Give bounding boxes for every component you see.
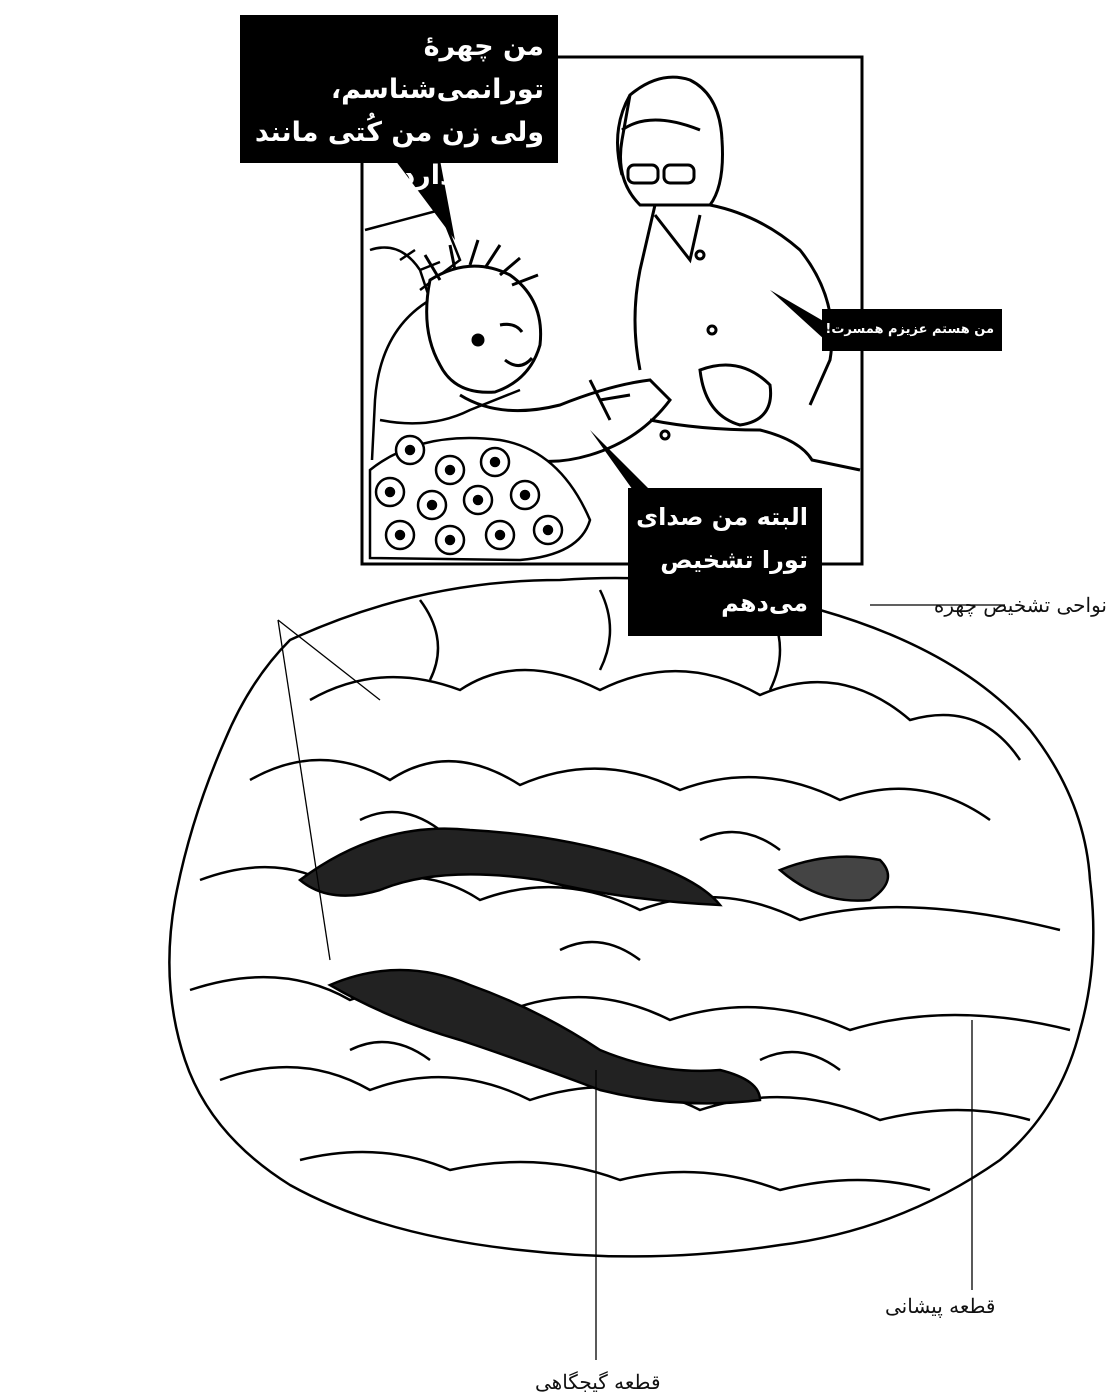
patient-speech-line-2: ولی زن من کُتی مانند: [240, 111, 544, 154]
patient-voice-line-2: تورا تشخیص: [628, 539, 808, 582]
patient-voice-bubble: البته من صدای تورا تشخیص می‌دهم: [628, 488, 822, 636]
patient-speech-line-3: کت تو دارد: [240, 154, 544, 197]
wife-speech-line: من هستم عزیزم همسرت!: [822, 309, 994, 351]
wife-speech-bubble: من هستم عزیزم همسرت!: [822, 309, 1002, 351]
patient-voice-line-3: می‌دهم: [628, 582, 808, 625]
frontal-lobe-label: قطعه پیشانی: [885, 1294, 995, 1318]
patient-speech-bubble: من چهرهٔ تورانمی‌شناسم، ولی زن من کُتی م…: [240, 15, 558, 163]
face-recognition-areas-label: نواحی تشخیص چهره: [934, 593, 1107, 617]
brain-drawing: [169, 578, 1093, 1256]
patient-voice-line-1: البته من صدای: [628, 496, 808, 539]
patient-speech-line-1: من چهرهٔ تورانمی‌شناسم،: [240, 25, 544, 111]
temporal-lobe-label: قطعه گیجگاهی: [535, 1370, 661, 1394]
